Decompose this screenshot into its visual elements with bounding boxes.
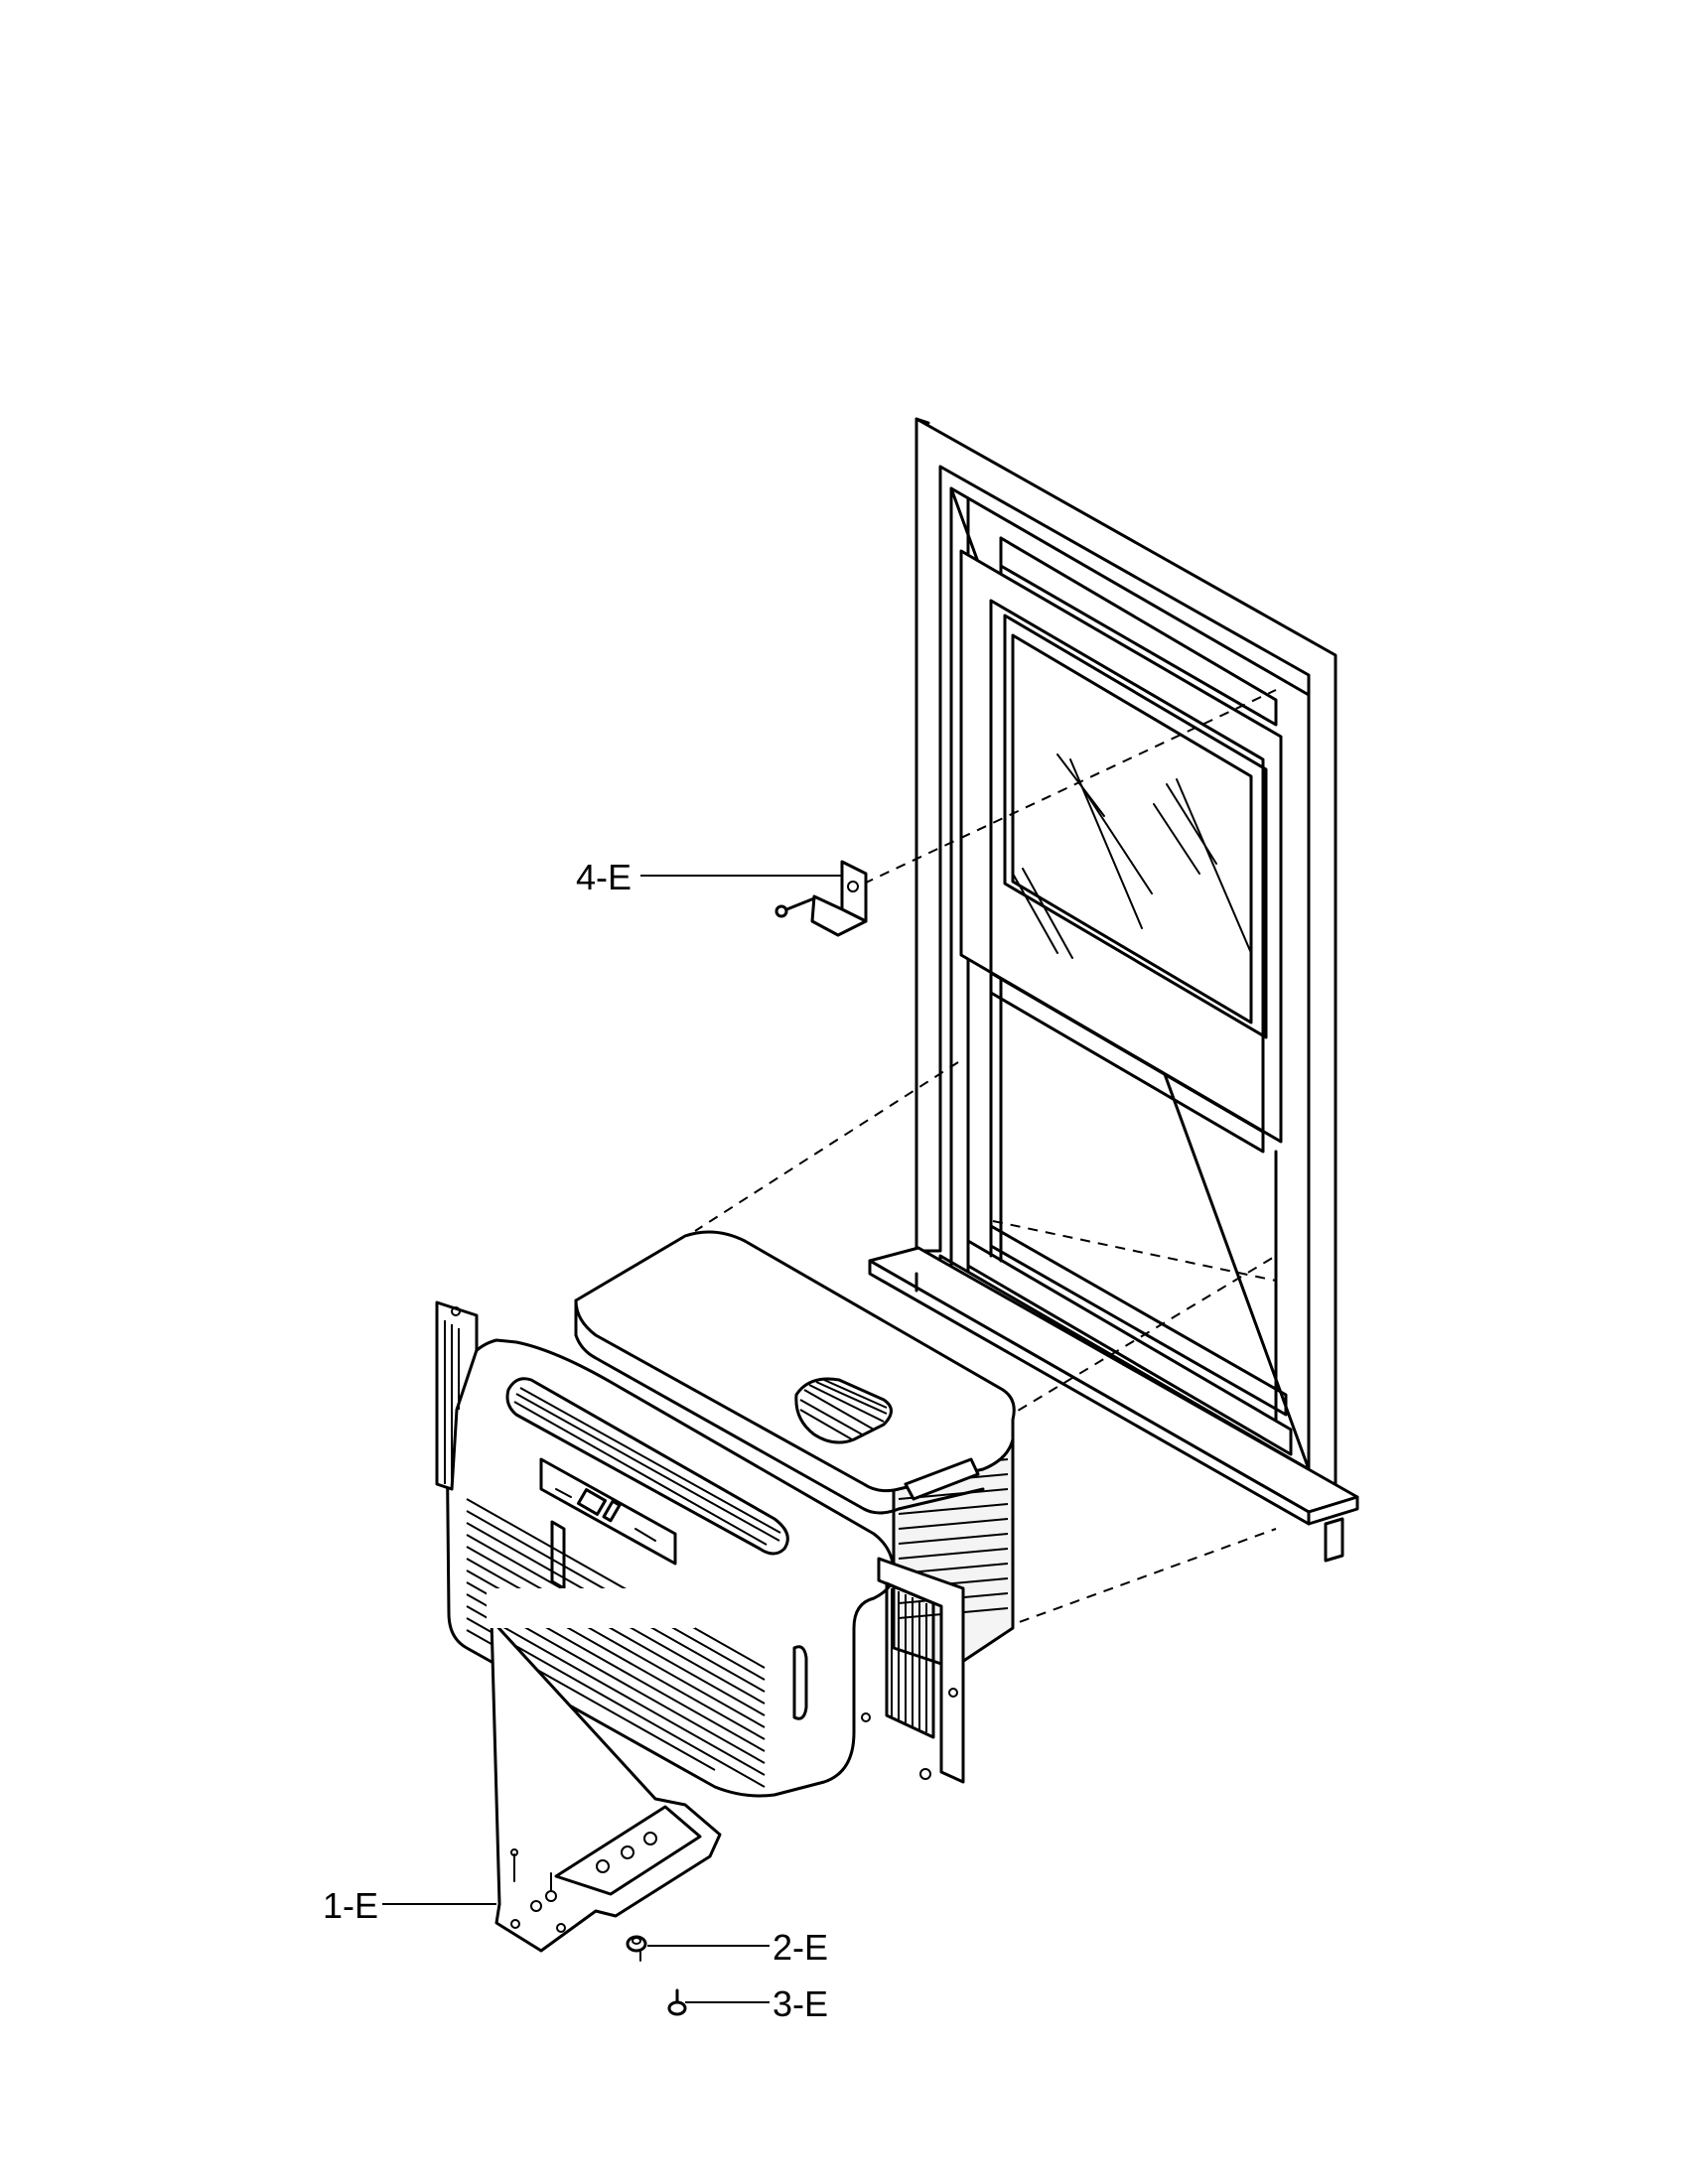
callout-1-label: 1-E [323, 1885, 378, 1926]
control-panel [539, 1457, 677, 1566]
callout-4-label: 4-E [576, 857, 632, 897]
side-curtain-left [435, 1300, 479, 1491]
screw-part [667, 1988, 687, 2016]
top-vent [794, 1377, 893, 1444]
air-conditioner [435, 1230, 1016, 1798]
mounting-bracket-part [490, 1618, 722, 1962]
side-curtain-right [877, 1557, 965, 1784]
window-sill [868, 1246, 1359, 1563]
callout-2-label: 2-E [773, 1927, 828, 1968]
foot-part [626, 1935, 647, 1953]
bracket-part [774, 860, 868, 937]
window-frame [914, 417, 1337, 1501]
mounting-bracket-shape [487, 1588, 695, 1628]
upper-louver [505, 1377, 789, 1556]
alignment-lines [694, 689, 1277, 1629]
callout-3-label: 3-E [773, 1983, 828, 2024]
